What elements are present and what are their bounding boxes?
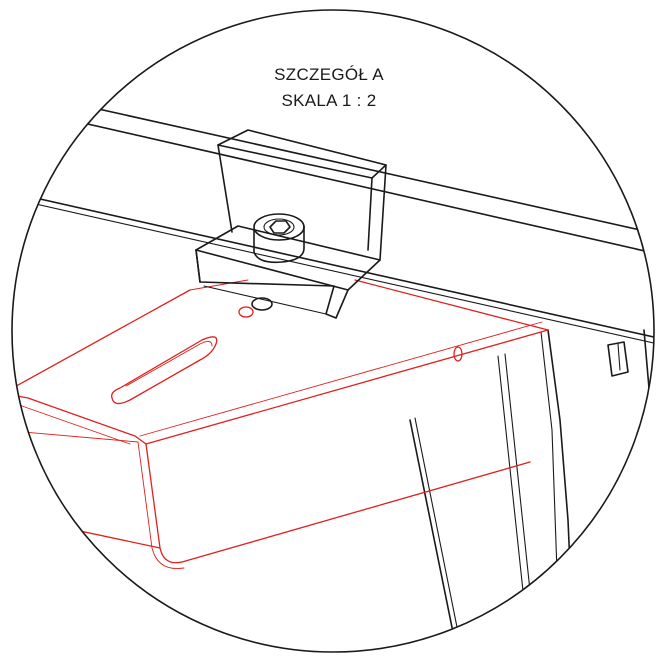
end-clamp: [195, 129, 387, 319]
detail-title: SZCZEGÓŁ A: [274, 65, 384, 84]
mounting-rail: [12, 86, 654, 345]
panel-frame: [409, 329, 651, 652]
bolt: [253, 213, 305, 264]
angle-bracket: [12, 279, 549, 570]
detail-scale: SKALA 1 : 2: [281, 91, 377, 110]
detail-circle: [11, 9, 655, 653]
